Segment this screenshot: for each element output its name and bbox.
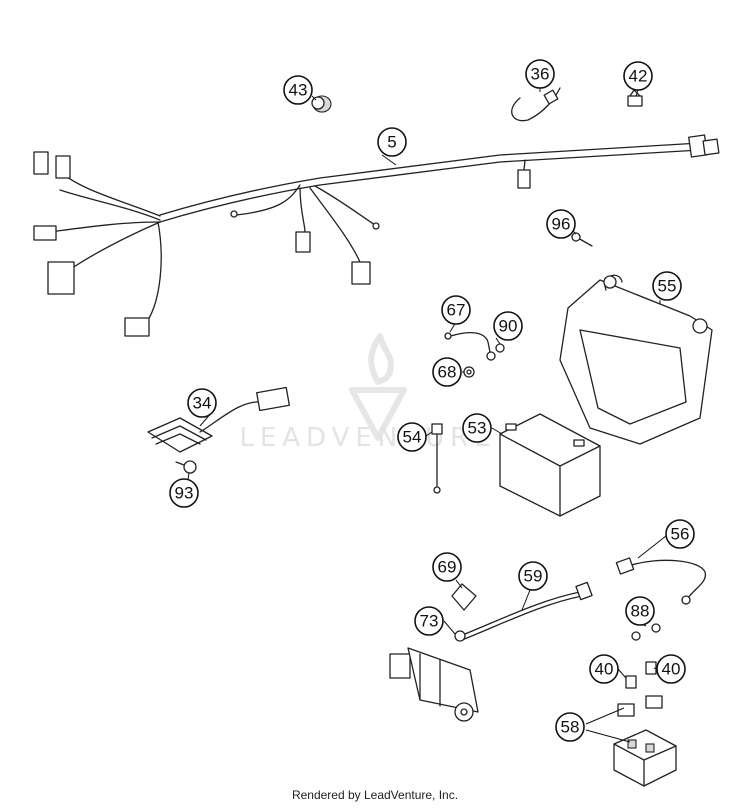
watermark-text: LEADVENTURE (239, 423, 496, 453)
callout-56[interactable]: 56 (665, 519, 695, 549)
callout-67[interactable]: 67 (441, 295, 471, 325)
callout-53-label: 53 (468, 419, 487, 438)
fuse-left[interactable] (625, 675, 637, 689)
regulator-bolt[interactable] (175, 460, 197, 474)
callout-40-right[interactable]: 40 (656, 654, 686, 684)
washer[interactable] (463, 366, 475, 378)
callout-59-label: 59 (524, 567, 543, 586)
relay-screws[interactable] (631, 623, 661, 641)
vent-tube[interactable] (431, 423, 443, 494)
callout-54-label: 54 (403, 428, 422, 447)
callout-73[interactable]: 73 (414, 606, 444, 636)
callout-55-label: 55 (658, 277, 677, 296)
battery-tray[interactable] (559, 274, 713, 445)
callout-96-label: 96 (552, 215, 571, 234)
callout-73-label: 73 (420, 612, 439, 631)
starter-relay[interactable] (613, 695, 677, 787)
ground-cable[interactable] (444, 331, 496, 361)
callout-42[interactable]: 42 (623, 61, 653, 91)
callout-36-label: 36 (531, 65, 550, 84)
callout-42-label: 42 (629, 67, 648, 86)
footer-credit: Rendered by LeadVenture, Inc. (291, 788, 459, 802)
battery[interactable] (499, 413, 601, 517)
fuse-right[interactable] (645, 661, 657, 675)
clip[interactable] (627, 89, 643, 107)
wiring-harness[interactable] (33, 134, 720, 337)
starter-motor[interactable] (389, 647, 479, 722)
nut[interactable] (454, 630, 466, 642)
callout-34-label: 34 (193, 394, 212, 413)
positive-cable[interactable] (615, 557, 707, 605)
callout-40-left[interactable]: 40 (589, 654, 619, 684)
callout-5[interactable]: 5 (377, 127, 407, 157)
callout-55[interactable]: 55 (652, 271, 682, 301)
grommet[interactable] (311, 95, 332, 113)
callout-40-left-label: 40 (595, 660, 614, 679)
callout-43-label: 43 (289, 81, 308, 100)
callout-68[interactable]: 68 (432, 357, 462, 387)
callout-67-label: 67 (447, 301, 466, 320)
starter-cable[interactable] (459, 581, 593, 641)
callout-69-label: 69 (438, 558, 457, 577)
callout-58-label: 58 (561, 718, 580, 737)
leader-lines (187, 88, 667, 743)
callout-36[interactable]: 36 (525, 59, 555, 89)
callout-96[interactable]: 96 (546, 209, 576, 239)
callout-53[interactable]: 53 (462, 413, 492, 443)
callout-54[interactable]: 54 (397, 422, 427, 452)
callout-93[interactable]: 93 (169, 478, 199, 508)
terminal-cap[interactable] (451, 583, 477, 611)
callout-43[interactable]: 43 (283, 75, 313, 105)
callout-88[interactable]: 88 (625, 596, 655, 626)
callout-58[interactable]: 58 (555, 712, 585, 742)
callout-40-right-label: 40 (662, 660, 681, 679)
callout-34[interactable]: 34 (187, 388, 217, 418)
callout-88-label: 88 (631, 602, 650, 621)
callout-56-label: 56 (671, 525, 690, 544)
callout-5-label: 5 (387, 133, 396, 152)
regulator[interactable] (147, 386, 290, 453)
callout-69[interactable]: 69 (432, 552, 462, 582)
callout-68-label: 68 (438, 363, 457, 382)
callout-90-label: 90 (499, 317, 518, 336)
callout-90[interactable]: 90 (493, 311, 523, 341)
tray-screw[interactable] (571, 232, 593, 247)
cable-tie[interactable] (511, 87, 561, 122)
watermark: LEADVENTURE (239, 333, 496, 453)
callout-59[interactable]: 59 (518, 561, 548, 591)
callout-93-label: 93 (175, 484, 194, 503)
ground-screw[interactable] (495, 343, 505, 353)
